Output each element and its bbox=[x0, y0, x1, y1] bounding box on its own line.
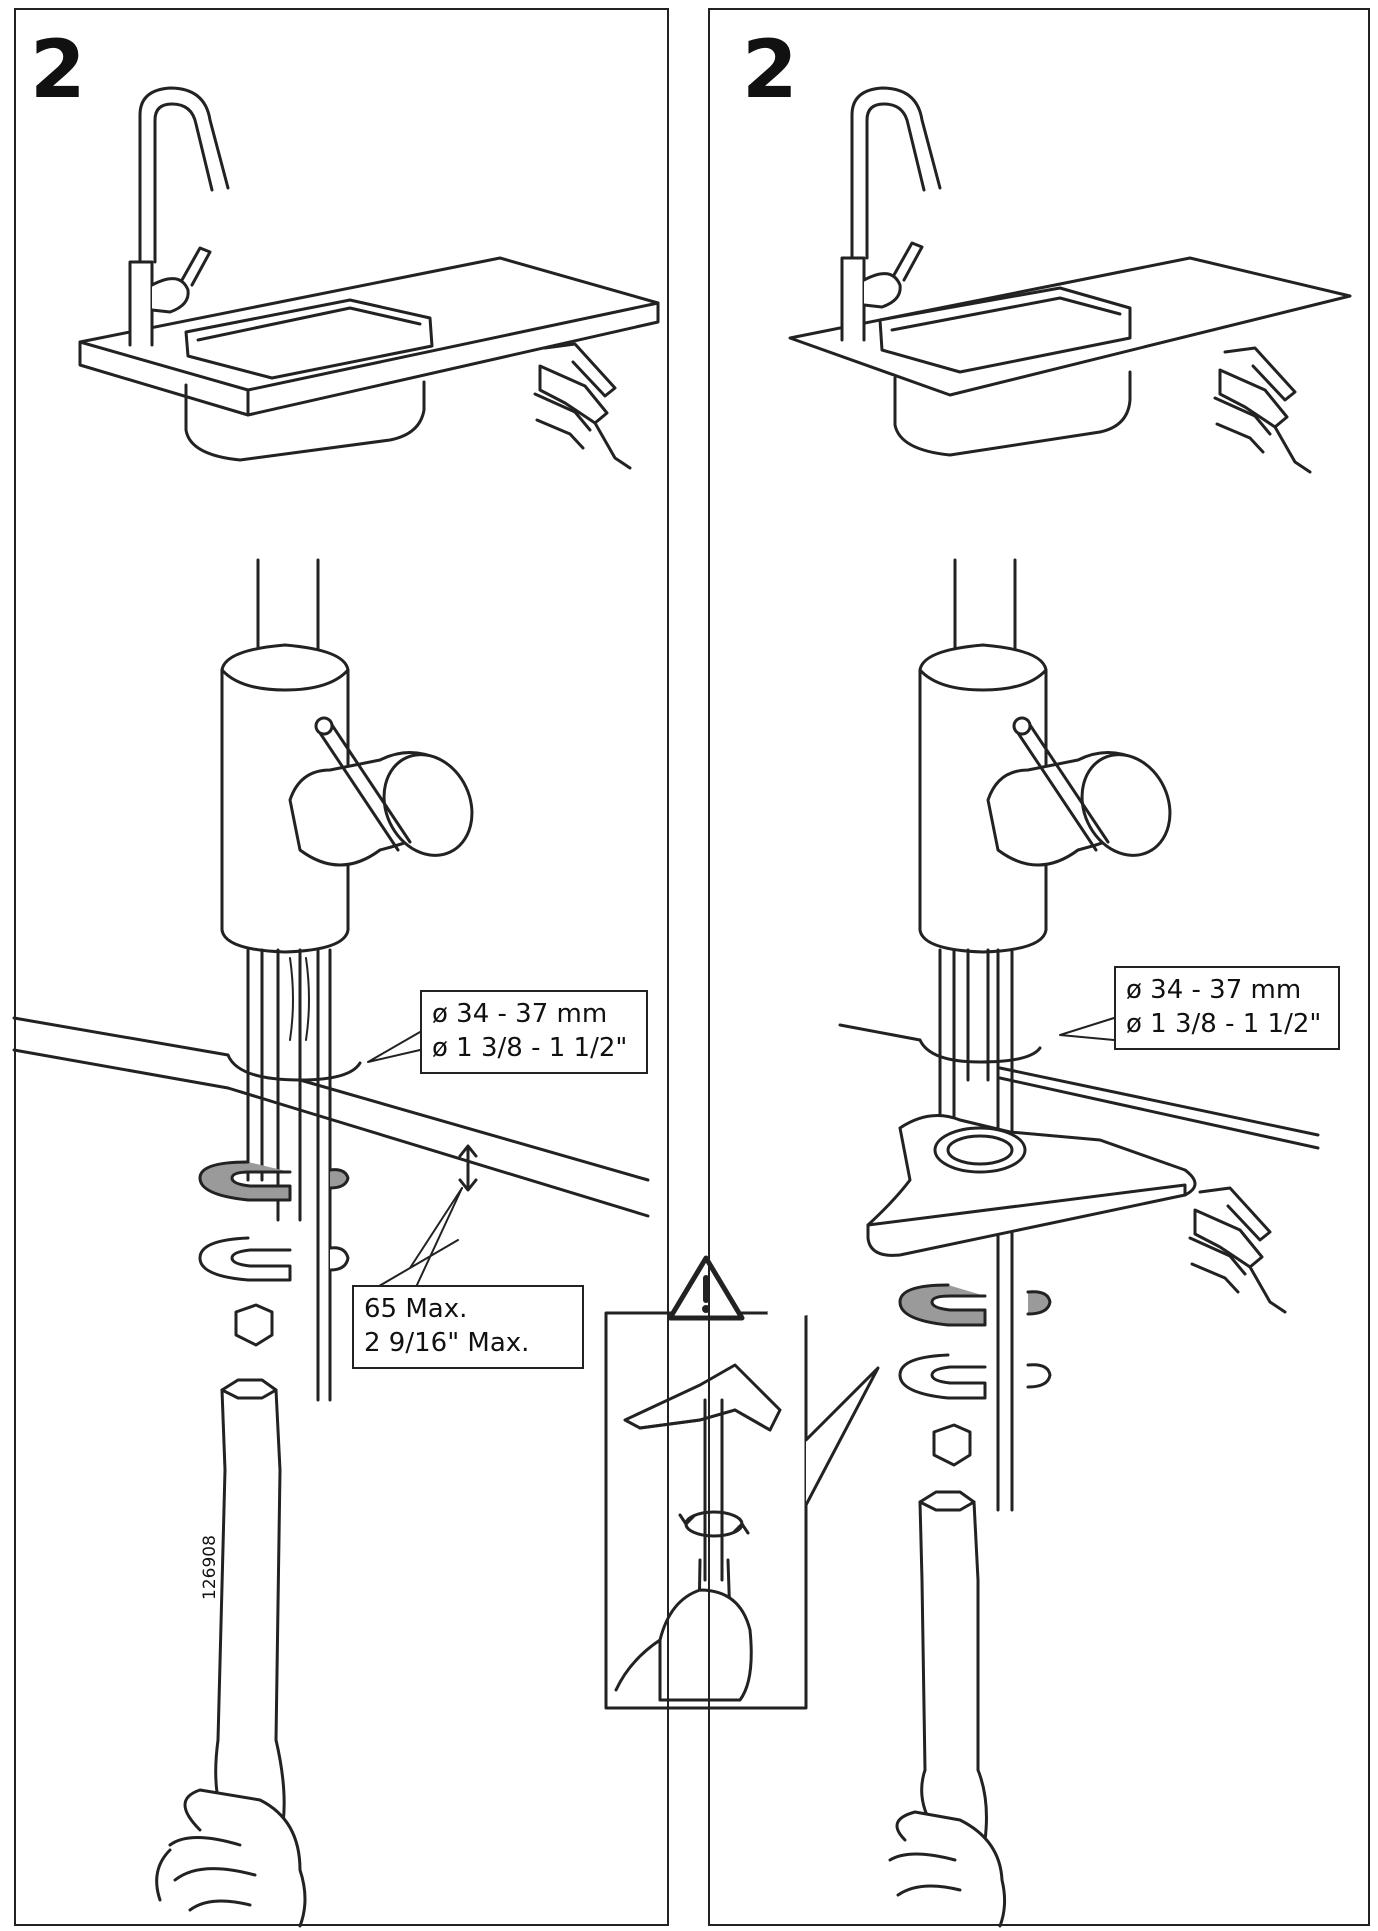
hole-diameter-callout-right: ø 34 - 37 mm ø 1 3/8 - 1 1/2" bbox=[1114, 966, 1340, 1050]
right-hand bbox=[888, 1810, 1007, 1928]
max-thickness-imperial: 2 9/16" Max. bbox=[364, 1327, 530, 1358]
left-countertop-section bbox=[12, 1016, 650, 1218]
reference-code: 126908 bbox=[200, 1535, 220, 1600]
step-panel-right bbox=[708, 8, 1370, 1926]
pointing-hand-icon bbox=[533, 342, 632, 470]
right-socket-tool bbox=[918, 1423, 988, 1842]
hole-diameter-metric: ø 34 - 37 mm bbox=[432, 999, 608, 1029]
left-top-sink-scene bbox=[78, 86, 660, 462]
pointing-hand-icon bbox=[1188, 1186, 1287, 1314]
left-hand bbox=[155, 1788, 307, 1928]
warning-triangle-icon bbox=[667, 1255, 745, 1321]
rotate-arrows-icon bbox=[678, 1510, 750, 1538]
left-faucet-closeup bbox=[220, 558, 474, 1402]
step-number-right: 2 bbox=[742, 23, 798, 116]
hole-diameter-callout-left: ø 34 - 37 mm ø 1 3/8 - 1 1/2" bbox=[420, 990, 648, 1074]
left-socket-tool bbox=[214, 1303, 286, 1842]
right-faucet-closeup bbox=[918, 558, 1172, 1512]
right-top-sink-scene bbox=[788, 86, 1352, 457]
max-thickness-callout: 65 Max. 2 9/16" Max. bbox=[352, 1285, 584, 1369]
inset-detail bbox=[604, 1310, 880, 1710]
right-countertop-section bbox=[838, 1023, 1320, 1150]
step-panel-left bbox=[14, 8, 669, 1926]
step-number-left: 2 bbox=[30, 23, 86, 116]
hole-diameter-imperial: ø 1 3/8 - 1 1/2" bbox=[432, 1032, 628, 1063]
left-washers bbox=[198, 1160, 350, 1282]
hole-diameter-imperial: ø 1 3/8 - 1 1/2" bbox=[1126, 1008, 1322, 1039]
pointing-hand-icon bbox=[1213, 346, 1312, 474]
hole-diameter-metric: ø 34 - 37 mm bbox=[1126, 975, 1302, 1005]
right-mounting-bracket bbox=[866, 1114, 1197, 1257]
right-washers bbox=[898, 1283, 1052, 1400]
max-thickness-metric: 65 Max. bbox=[364, 1294, 468, 1324]
